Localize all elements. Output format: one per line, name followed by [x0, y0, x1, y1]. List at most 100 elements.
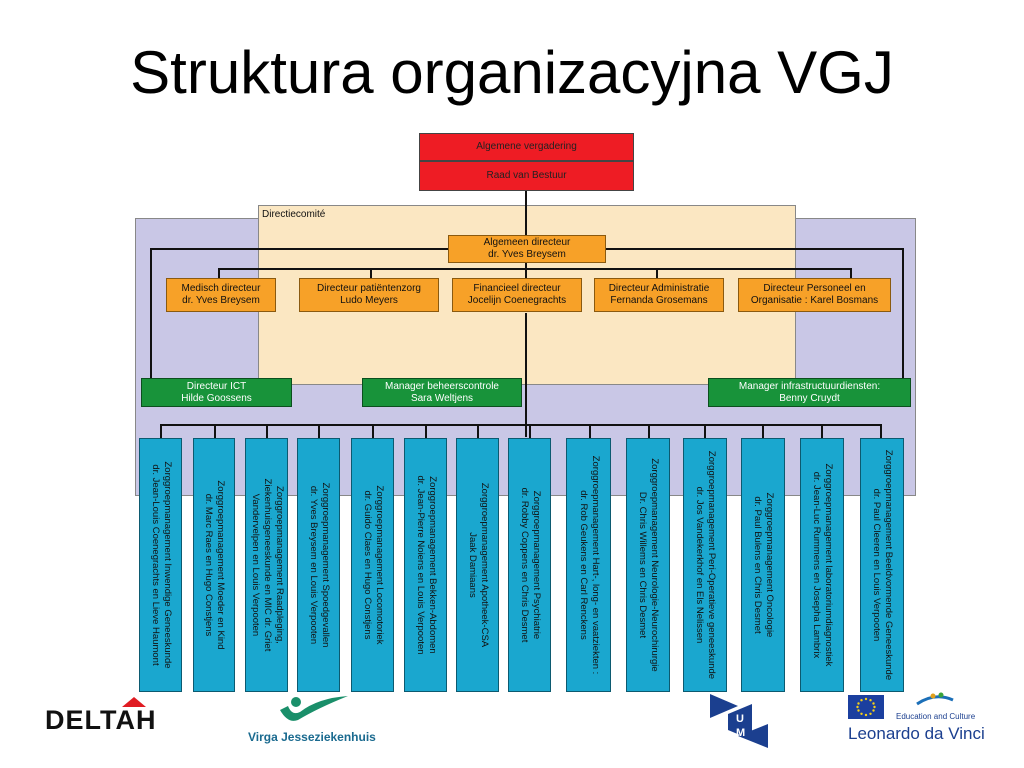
algemene-vergadering-label: Algemene vergadering — [476, 141, 577, 152]
zorggroep-text: Zorggroepmanagement Spoedgevallen dr. Yv… — [307, 442, 331, 688]
zorggroep-box: Zorggroepmanagement laboratoriumdiagnost… — [800, 438, 844, 692]
zorggroep-line2: dr. Jean-Luc Rummens en Josepha Lambrix — [811, 471, 822, 659]
connector — [370, 268, 372, 278]
connector — [850, 268, 852, 278]
connector — [589, 424, 591, 438]
svg-text:M: M — [736, 727, 745, 739]
algemeen-directeur-role: Algemeen directeur — [483, 237, 571, 248]
zorggroep-line1: Zorggroepmanagement laboratoriumdiagnost… — [823, 463, 834, 667]
zorggroep-line1: Zorggroepmanagement Neurologie-Neurochir… — [649, 458, 660, 672]
manager-name: Hilde Goossens — [181, 392, 252, 404]
connector — [525, 191, 527, 235]
manager-role: Manager beheerscontrole — [385, 380, 499, 392]
um-logo-icon: U M — [710, 694, 768, 748]
deltah-triangle-icon — [122, 697, 146, 707]
zorggroep-text: Zorggroepmanagement Neurologie-Neurochir… — [636, 442, 660, 688]
zorggroep-line2: dr. Jean-Pierre Noiens en Louis Verpoote… — [414, 475, 426, 655]
zorggroep-text: Zorggroepmanagement Peri-Operatieve gene… — [693, 442, 717, 688]
zorggroep-line1: Zorggroepmanagement Oncologie — [764, 492, 775, 638]
svg-text:U: U — [736, 713, 744, 725]
zorggroep-line2: dr. Jos Vandekerkhof en Els Nelissen — [694, 486, 705, 644]
zorggroep-box: Zorggroepmanagement Raadpleging, Ziekenh… — [245, 438, 288, 692]
zorggroep-box: Zorggroepmanagement Hart-, long- en vaat… — [566, 438, 611, 692]
zorggroep-text: Zorggroepmanagement Raadpleging, Ziekenh… — [249, 442, 285, 688]
connector — [821, 424, 823, 438]
connector — [880, 424, 882, 438]
zorggroep-line2: Dr. Chris Willems en Chris Desmet — [637, 491, 648, 639]
zorggroep-line2: Jaak Damiaans — [466, 532, 478, 598]
zorggroep-line1: Zorggroepmanagement Beeldvormende Genees… — [883, 449, 894, 681]
raad-van-bestuur-box: Raad van Bestuur — [419, 161, 634, 191]
zorggroep-text: Zorggroepmanagement Oncologie dr. Paul B… — [751, 442, 775, 688]
connector — [425, 424, 427, 438]
connector — [218, 268, 850, 270]
zorggroep-text: Zorggroepmanagement Bekken-Abdomen dr. J… — [414, 442, 438, 688]
director-name: Fernanda Grosemans — [610, 295, 708, 306]
zorggroep-line2: dr. Marc Raes en Hugo Constjens — [203, 493, 214, 637]
virga-checkmark-icon — [280, 696, 348, 721]
zorggroep-line1: Zorggroepmanagement Raadpleging, Ziekenh… — [261, 478, 285, 652]
manager-box-infrastructuur: Manager infrastructuurdiensten: Benny Cr… — [708, 378, 911, 407]
zorggroep-line1: Zorggroepmanagement Apotheek-CSA — [478, 482, 490, 648]
virga-logo: Virga Jesseziekenhuis — [248, 690, 398, 750]
connector — [762, 424, 764, 438]
zorggroep-line2: dr. Rob Geukens en Carl Renckens — [577, 490, 589, 640]
connector — [150, 248, 448, 250]
deltah-logo: DELTAH — [45, 705, 156, 736]
zorggroep-text: Zorggroepmanagement Hart-, long- en vaat… — [577, 442, 601, 688]
zorggroep-text: Zorggroepmanagement laboratoriumdiagnost… — [810, 442, 834, 688]
director-box-financieel: Financieel directeur Jocelijn Coenegrach… — [452, 278, 582, 312]
manager-role: Manager infrastructuurdiensten: — [738, 380, 881, 392]
connector — [704, 424, 706, 438]
zorggroep-box: Zorggroepmanagement Bekken-Abdomen dr. J… — [404, 438, 447, 692]
zorggroep-line1: Zorggroepmanagement Peri-Operatieve gene… — [706, 450, 717, 680]
leonardo-figure-icon — [915, 690, 955, 710]
zorggroep-box: Zorggroepmanagement Beeldvormende Genees… — [860, 438, 904, 692]
zorggroep-line2: dr. Paul Bulens en Chris Desmet — [752, 496, 763, 634]
algemene-vergadering-box: Algemene vergadering — [419, 133, 634, 161]
algemeen-directeur-name: dr. Yves Breysem — [488, 249, 566, 260]
connector — [372, 424, 374, 438]
director-role: Financieel directeur — [473, 283, 561, 294]
zorggroep-line1: Zorggroepmanagement Spoedgevallen — [319, 482, 331, 648]
connector — [266, 424, 268, 438]
zorggroep-line2: dr. Paul Cleeren en Louis Verpooten — [871, 488, 882, 642]
manager-box-ict: Directeur ICT Hilde Goossens — [141, 378, 292, 407]
zorggroep-line1: Zorggroepmanagement Hart-, long- en vaat… — [589, 455, 601, 675]
zorggroep-box: Zorggroepmanagement Locomotoriek dr. Gui… — [351, 438, 394, 692]
deltah-logo-text: DELTAH — [45, 705, 157, 735]
zorggroep-line2: dr. Guido Claes en Hugo Constjens — [361, 490, 373, 640]
zorggroep-line2: dr. Jean-Louis Coenegrachts en Lieve Hau… — [149, 464, 161, 666]
zorggroep-line1: Zorggroepmanagement Locomotoriek — [373, 485, 385, 645]
connector — [160, 424, 882, 426]
directiecomite-label: Directiecomité — [262, 209, 326, 220]
zorggroep-text: Zorggroepmanagement Moeder en Kind dr. M… — [202, 442, 226, 688]
director-box-patientenzorg: Directeur patiëntenzorg Ludo Meyers — [299, 278, 439, 312]
manager-box-beheerscontrole: Manager beheerscontrole Sara Weltjens — [362, 378, 522, 407]
director-box-medisch: Medisch directeur dr. Yves Breysem — [166, 278, 276, 312]
director-name: Ludo Meyers — [340, 295, 398, 306]
connector — [529, 424, 531, 438]
director-role: Medisch directeur — [181, 283, 261, 294]
connector — [606, 248, 904, 250]
connector — [902, 248, 904, 378]
zorggroep-line2: Vandervelpen en Louis Verpooten — [249, 493, 261, 637]
connector — [214, 424, 216, 438]
zorggroep-box: Zorggroepmanagement Oncologie dr. Paul B… — [741, 438, 785, 692]
connector — [318, 424, 320, 438]
manager-name: Benny Cruydt — [779, 392, 840, 404]
education-culture-text: Education and Culture — [896, 712, 976, 721]
zorggroep-box: Zorggroepmanagement Inwendige Geneeskund… — [139, 438, 182, 692]
zorggroep-text: Zorggroepmanagement Locomotoriek dr. Gui… — [361, 442, 385, 688]
director-box-personeel: Directeur Personeel en Organisatie : Kar… — [738, 278, 891, 312]
connector — [150, 248, 152, 378]
zorggroep-text: Zorggroepmanagement Inwendige Geneeskund… — [149, 442, 173, 688]
zorggroep-text: Zorggroepmanagement Psychiatrie dr. Robb… — [518, 442, 542, 688]
zorggroep-text: Zorggroepmanagement Apotheek-CSA Jaak Da… — [466, 442, 490, 688]
director-name: Organisatie : Karel Bosmans — [750, 295, 879, 306]
virga-logo-text: Virga Jesseziekenhuis — [248, 730, 376, 744]
manager-role: Directeur ICT — [186, 380, 247, 392]
connector — [477, 424, 479, 438]
connector — [218, 268, 220, 278]
connector — [525, 313, 527, 437]
